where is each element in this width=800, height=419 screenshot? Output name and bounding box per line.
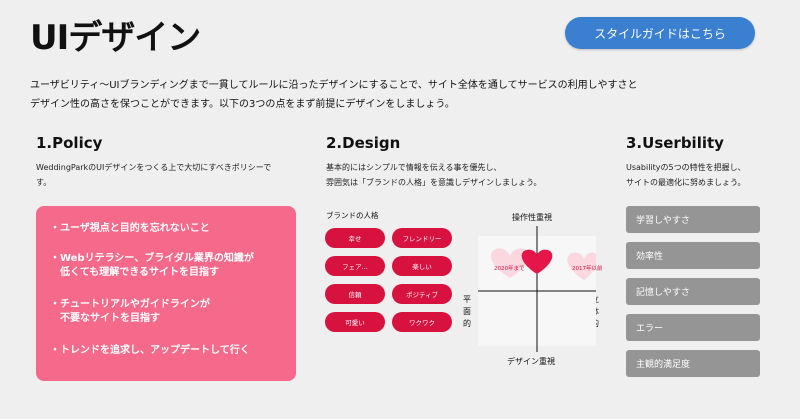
brand-pill: ワクワク	[392, 312, 452, 332]
heart-icon	[490, 248, 530, 278]
usability-item-learnability: 学習しやすさ	[626, 206, 760, 233]
usability-item-efficiency: 効率性	[626, 242, 760, 269]
brand-personality-label: ブランドの人格	[326, 211, 379, 220]
policy-item: ・チュートリアルやガイドラインが 不要なサイトを目指す	[50, 298, 210, 326]
policy-item: ・ユーザ視点と目的を忘れないこと	[50, 222, 210, 236]
brand-pill: フェア...	[325, 256, 385, 276]
brand-pill: ポジティブ	[392, 284, 452, 304]
usability-item-errors: エラー	[626, 314, 760, 341]
usability-item-satisfaction: 主観的満足度	[626, 350, 760, 377]
brand-pill: 可愛い	[325, 312, 385, 332]
style-guide-button[interactable]: スタイルガイドはこちら	[565, 17, 755, 49]
positioning-map	[478, 226, 596, 352]
usability-desc-line-1: Usabilityの5つの特性を把握し、	[626, 163, 746, 172]
policy-desc-line-1: WeddingParkのUIデザインをつくる上で大切にすべきポリシーで	[36, 163, 272, 172]
axis-top-label: 操作性重視	[512, 213, 552, 222]
policy-item-line: ・Webリテラシー、ブライダル業界の知識が	[50, 253, 254, 264]
policy-item-line: ・トレンドを追求し、アップデートして行く	[50, 345, 250, 356]
heart-icon	[567, 252, 596, 280]
brand-pill: 信頼	[325, 284, 385, 304]
axis-bottom-label: デザイン重視	[507, 357, 555, 366]
heart-label-right: 2017年以前	[572, 266, 603, 272]
policy-item-line: 低くても理解できるサイトを目指す	[50, 267, 219, 278]
design-desc-line-1: 基本的にはシンプルで情報を伝える事を優先し、	[326, 163, 502, 172]
axis-left-char: 的	[463, 319, 471, 328]
main-heart-icon	[521, 249, 553, 274]
design-title: 2.Design	[326, 134, 401, 152]
usability-title: 3.Userbility	[626, 134, 724, 152]
design-desc-line-2: 雰囲気は「ブランドの人格」を意識しデザインしましょう。	[326, 178, 542, 187]
brand-pill: フレンドリー	[392, 228, 452, 248]
brand-pill: 幸せ	[325, 228, 385, 248]
policy-desc-line-2: す。	[36, 178, 52, 187]
intro-line-2: デザイン性の高さを保つことができます。以下の3つの点をまず前提にデザインをしまし…	[30, 99, 455, 110]
policy-title: 1.Policy	[36, 134, 103, 152]
axis-left-label: 平 面 的	[462, 294, 472, 330]
axis-left-char: 面	[463, 307, 471, 316]
heart-label-left: 2020年まで	[494, 266, 525, 272]
policy-item: ・Webリテラシー、ブライダル業界の知識が 低くても理解できるサイトを目指す	[50, 252, 254, 280]
axis-left-char: 平	[463, 295, 471, 304]
policy-item-line: 不要なサイトを目指す	[50, 313, 160, 324]
policy-item-line: ・チュートリアルやガイドラインが	[50, 299, 210, 310]
usability-desc-line-2: サイトの最適化に努めましょう。	[626, 178, 746, 187]
policy-box: ・ユーザ視点と目的を忘れないこと ・Webリテラシー、ブライダル業界の知識が 低…	[36, 206, 296, 381]
intro-line-1: ユーザビリティ〜UIブランディングまで一貫してルールに沿ったデザインにすることで…	[30, 80, 638, 91]
page-title: UIデザイン	[30, 18, 201, 58]
usability-item-memorability: 記憶しやすさ	[626, 278, 760, 305]
policy-item-line: ・ユーザ視点と目的を忘れないこと	[50, 223, 210, 234]
brand-pill: 楽しい	[392, 256, 452, 276]
policy-item: ・トレンドを追求し、アップデートして行く	[50, 344, 250, 358]
